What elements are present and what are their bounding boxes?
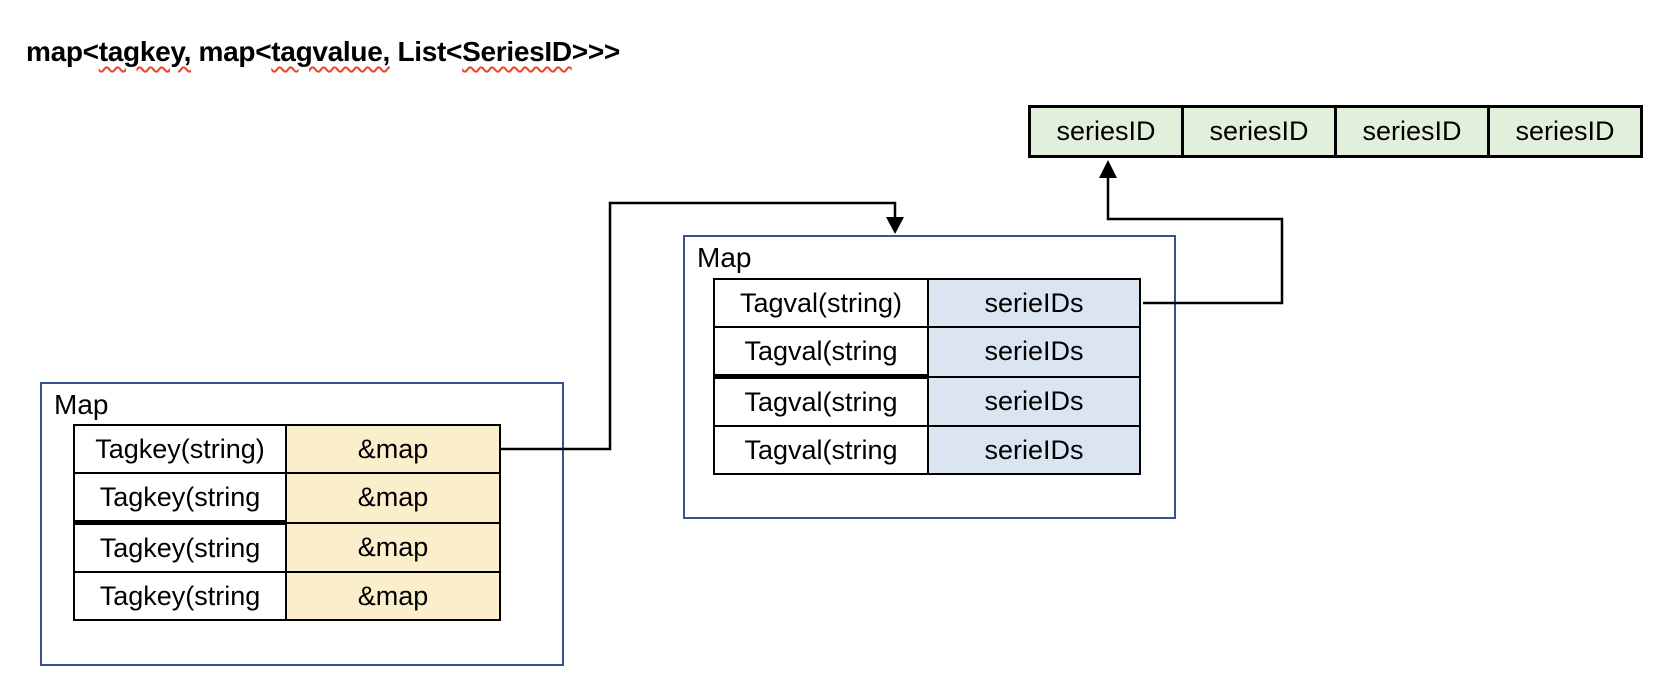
map-pointer-cell: &map (285, 424, 501, 474)
seriesid-cell: seriesID (1028, 105, 1184, 158)
page-title: map<tagkey, map<tagvalue, List<SeriesID>… (26, 36, 620, 68)
table-row: Tagkey(string &map (73, 472, 501, 525)
tagval-key-cell: Tagval(string (713, 375, 929, 427)
title-segment: List< (389, 36, 463, 67)
title-segment-misspelled: tagvalue, (271, 36, 390, 67)
serieids-value-cell: serieIDs (927, 375, 1141, 427)
table-row: Tagval(string serieIDs (713, 326, 1141, 379)
ampmap-to-tagval-map-arrowhead-icon (886, 217, 904, 234)
tagkey-key-cell: Tagkey(string (73, 571, 287, 621)
seriesid-list-row: seriesID seriesID seriesID seriesID (1028, 105, 1643, 158)
tagkey-map-label: Map (54, 389, 109, 420)
seriesid-cell: seriesID (1181, 105, 1337, 158)
seriesid-list: seriesID seriesID seriesID seriesID (1028, 105, 1643, 158)
tagkey-key-cell: Tagkey(string (73, 472, 287, 525)
table-row: Tagkey(string) &map (73, 424, 501, 474)
tagval-map-table: Tagval(string) serieIDs Tagval(string se… (713, 278, 1141, 475)
map-pointer-cell: &map (285, 472, 501, 524)
table-row: Tagval(string serieIDs (713, 425, 1141, 475)
title-segment-misspelled: tagkey, (98, 36, 192, 67)
tagval-map-label: Map (697, 242, 752, 273)
serieids-value-cell: serieIDs (927, 278, 1141, 328)
table-row: Tagval(string serieIDs (713, 375, 1141, 427)
map-pointer-cell: &map (285, 571, 501, 621)
serieids-value-cell: serieIDs (927, 425, 1141, 475)
title-segment-misspelled: SeriesID (462, 36, 572, 67)
tagkey-key-cell: Tagkey(string) (73, 424, 287, 474)
tagval-key-cell: Tagval(string) (713, 278, 929, 328)
map-pointer-cell: &map (285, 521, 501, 573)
table-row: Tagkey(string &map (73, 571, 501, 621)
tagval-key-cell: Tagval(string (713, 326, 929, 379)
tagkey-key-cell: Tagkey(string (73, 521, 287, 573)
seriesid-cell: seriesID (1334, 105, 1490, 158)
title-segment: >>> (571, 36, 620, 67)
tagkey-map-box: Map (40, 382, 564, 666)
table-row: Tagkey(string &map (73, 521, 501, 573)
seriesid-cell: seriesID (1487, 105, 1643, 158)
tagkey-map-table: Tagkey(string) &map Tagkey(string &map T… (73, 424, 501, 621)
serieids-value-cell: serieIDs (927, 326, 1141, 378)
tagval-key-cell: Tagval(string (713, 425, 929, 475)
title-segment: map< (26, 36, 99, 67)
title-segment: map< (191, 36, 272, 67)
serieids-to-seriesid-list-arrowhead-icon (1099, 160, 1117, 178)
table-row: Tagval(string) serieIDs (713, 278, 1141, 328)
